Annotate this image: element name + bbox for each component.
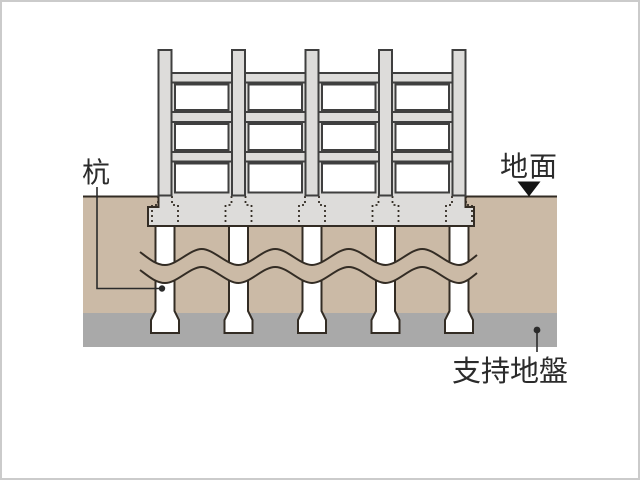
foundation-slab <box>147 194 475 227</box>
pile-leader-line <box>96 187 159 290</box>
ground-surface-marker-icon <box>517 181 541 197</box>
building-openings <box>174 83 450 194</box>
bearing-stratum-label: 支持地盤 <box>452 355 568 388</box>
annotations: 杭 地面 支持地盤 <box>82 151 568 388</box>
building-columns <box>157 49 467 197</box>
pile-cap-dotted-outlines <box>151 196 473 225</box>
building-frame <box>157 49 467 197</box>
pile-leader-dot <box>158 285 166 292</box>
soft-soil-wave-band <box>139 247 478 285</box>
wave-line-upper <box>139 247 478 267</box>
ground-surface-label: 地面 <box>500 151 558 183</box>
pile-label: 杭 <box>82 157 110 189</box>
wave-line-lower <box>139 265 478 285</box>
